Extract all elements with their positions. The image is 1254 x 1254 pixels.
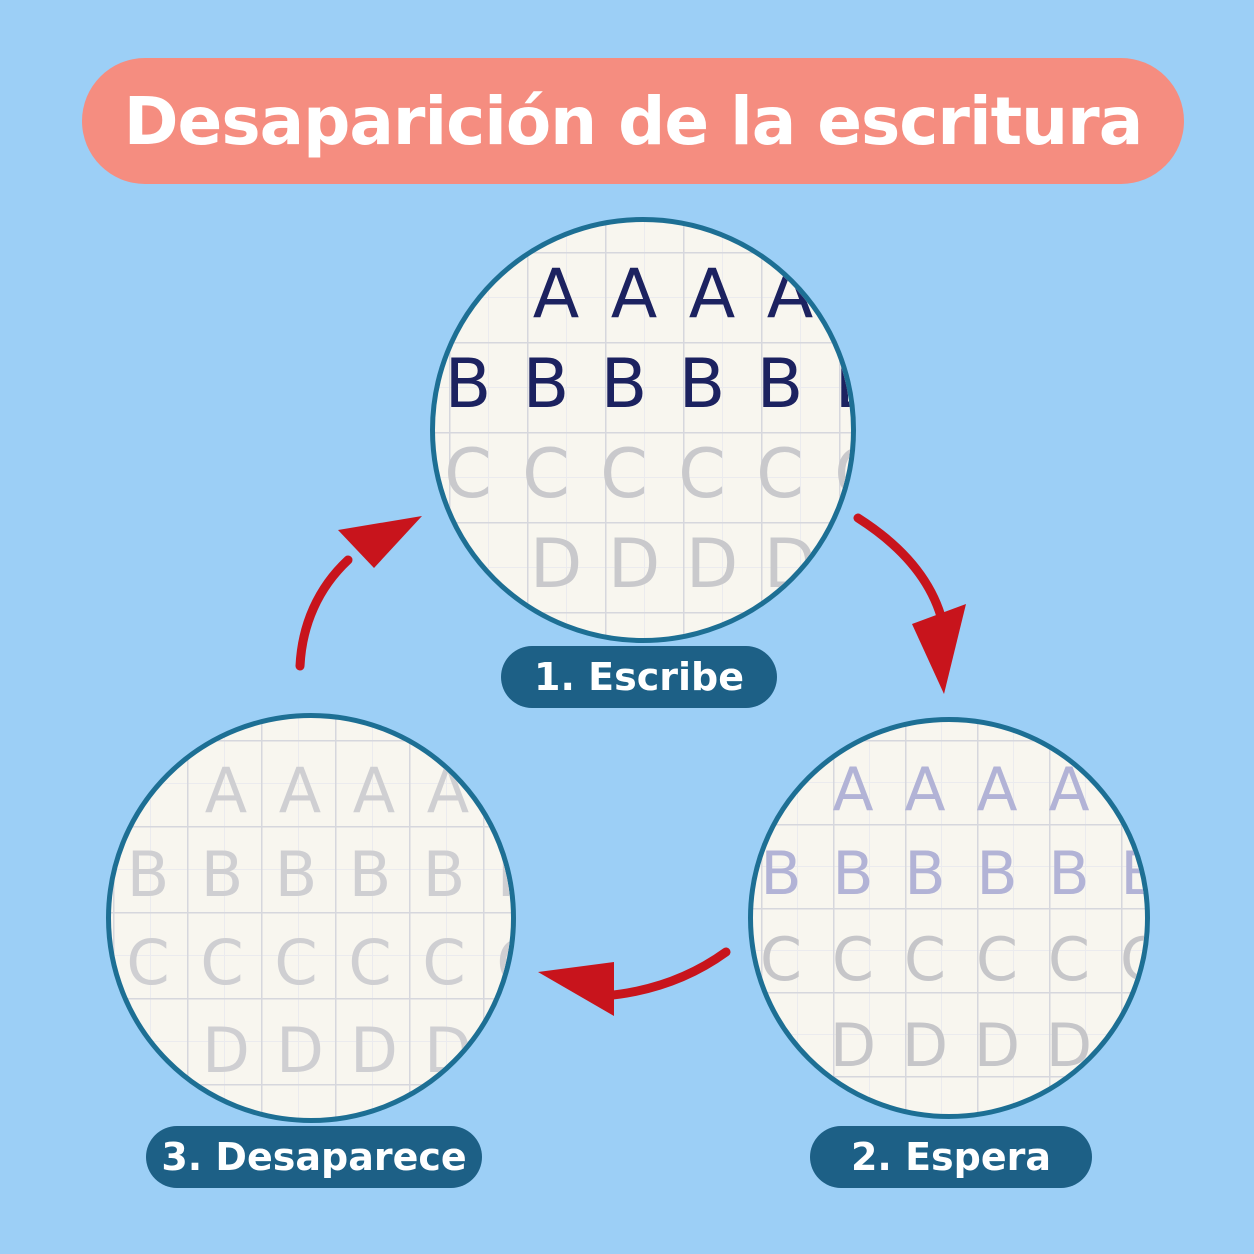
letter-b: B xyxy=(678,345,726,424)
letter-c: C xyxy=(756,435,804,514)
letter-d: D xyxy=(685,525,739,604)
letter-row-c: C C C C C C xyxy=(435,430,851,520)
curved-arrow-icon xyxy=(538,947,731,1016)
letter-c: C xyxy=(481,920,511,1006)
letter-a: A xyxy=(766,255,814,334)
letter-row-d: D D D D xyxy=(115,1008,485,1094)
letter-b: B xyxy=(832,839,874,909)
title-banner: Desaparición de la escritura xyxy=(82,58,1184,184)
letter-c: C xyxy=(522,435,570,514)
letter-b: B xyxy=(904,839,946,909)
letter-c: C xyxy=(348,926,392,999)
letter-d: D xyxy=(973,1011,1021,1081)
letter-a: A xyxy=(976,755,1018,825)
letter-d: D xyxy=(829,1011,877,1081)
letter-c: C xyxy=(1048,925,1090,995)
letter-a: A xyxy=(204,754,248,827)
letter-c: C xyxy=(760,925,802,995)
page-title: Desaparición de la escritura xyxy=(123,82,1143,160)
letter-d: D xyxy=(607,525,661,604)
letter-d: D xyxy=(202,1014,250,1087)
letter-a: A xyxy=(832,755,874,825)
letter-c: C xyxy=(678,435,726,514)
step-label-write: 1. Escribe xyxy=(501,646,777,708)
letter-b: B xyxy=(760,839,802,909)
letter-c: C xyxy=(1105,918,1145,1002)
letter-d: D xyxy=(901,1011,949,1081)
letter-b: B xyxy=(481,832,511,918)
letter-c: C xyxy=(422,926,466,999)
letter-c: C xyxy=(600,435,648,514)
curved-arrow-icon xyxy=(295,516,422,671)
letter-b: B xyxy=(756,345,804,424)
letter-d: D xyxy=(763,525,817,604)
letter-b: B xyxy=(976,839,1018,909)
letter-row-a: A A A A xyxy=(439,250,829,340)
magnifier-circle-disappear: A A A A B B B B B B C C C C C C D D D D xyxy=(106,713,516,1123)
letter-row-b: B B B B B B xyxy=(753,832,1145,916)
step-label-wait: 2. Espera xyxy=(810,1126,1092,1188)
letter-row-c: C C C C C C xyxy=(753,918,1145,1002)
letter-c: C xyxy=(274,926,318,999)
magnifier-circle-wait: A A A A B B B B B B C C C C C C D D D D xyxy=(748,717,1150,1119)
letter-b: B xyxy=(444,345,492,424)
letter-row-a: A A A A xyxy=(753,748,1105,832)
letter-d: D xyxy=(276,1014,324,1087)
letter-a: A xyxy=(904,755,946,825)
letter-b: B xyxy=(422,838,466,911)
letter-b: B xyxy=(600,345,648,424)
step-label-text: 3. Desaparece xyxy=(161,1135,467,1179)
letter-a: A xyxy=(278,754,322,827)
step-label-text: 1. Escribe xyxy=(534,655,744,699)
letter-c: C xyxy=(819,430,851,520)
letter-d: D xyxy=(350,1014,398,1087)
letter-b: B xyxy=(522,345,570,424)
letter-a: A xyxy=(688,255,736,334)
letter-row-d: D D D D xyxy=(753,1004,1105,1088)
letter-c: C xyxy=(126,926,170,999)
letter-b: B xyxy=(274,838,318,911)
letter-c: C xyxy=(832,925,874,995)
letter-c: C xyxy=(200,926,244,999)
letter-c: C xyxy=(976,925,1018,995)
letter-a: A xyxy=(426,754,470,827)
letter-b: B xyxy=(1105,832,1145,916)
letter-d: D xyxy=(1045,1011,1093,1081)
letter-row-b: B B B B B B xyxy=(435,340,851,430)
letter-row-b: B B B B B B xyxy=(111,832,511,918)
step-label-text: 2. Espera xyxy=(850,1135,1052,1179)
letter-d: D xyxy=(424,1014,472,1087)
letter-row-c: C C C C C C xyxy=(111,920,511,1006)
letter-row-d: D D D D xyxy=(439,520,829,610)
letter-a: A xyxy=(1048,755,1090,825)
letter-c: C xyxy=(444,435,492,514)
magnifier-circle-write: A A A A B B B B B B C C C C C C D D D D xyxy=(430,217,856,643)
letter-a: A xyxy=(610,255,658,334)
letter-b: B xyxy=(348,838,392,911)
letter-b: B xyxy=(1048,839,1090,909)
letter-d: D xyxy=(529,525,583,604)
letter-row-a: A A A A xyxy=(115,748,485,834)
letter-b: B xyxy=(819,340,851,430)
letter-a: A xyxy=(532,255,580,334)
letter-b: B xyxy=(200,838,244,911)
letter-b: B xyxy=(126,838,170,911)
curved-arrow-icon xyxy=(853,513,966,694)
letter-a: A xyxy=(352,754,396,827)
letter-c: C xyxy=(904,925,946,995)
step-label-disappear: 3. Desaparece xyxy=(146,1126,482,1188)
